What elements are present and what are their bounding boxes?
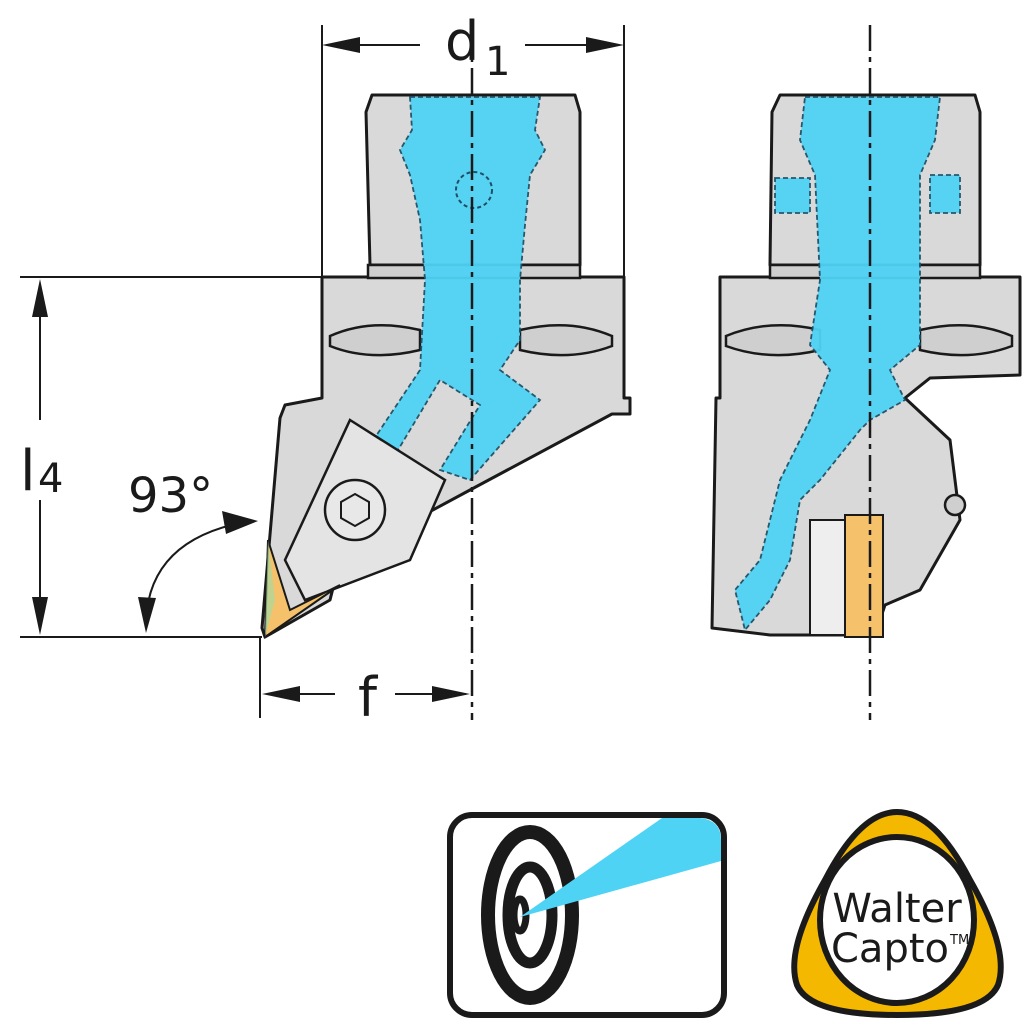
dimension-d1: d 1 [321, 10, 625, 277]
l4-label: l [20, 439, 36, 504]
logo-walter: Walter [832, 886, 962, 932]
internal-coolant-target-icon [447, 812, 727, 1018]
angle-label: 93° [128, 468, 213, 524]
l4-subscript: 4 [38, 456, 63, 502]
d1-label: d [445, 10, 479, 73]
angle-dimension: 93° [128, 468, 258, 633]
coolant-port [455, 171, 493, 209]
d1-subscript: 1 [485, 39, 510, 85]
f-label: f [358, 666, 379, 729]
side-port-left [774, 177, 811, 214]
front-view [260, 93, 632, 639]
clamp-screw [323, 478, 387, 542]
logo-capto: Capto [831, 926, 949, 972]
logo-tm: TM [949, 933, 969, 948]
dimension-l4: l 4 [20, 276, 322, 638]
insert-edge [265, 540, 275, 637]
coolant-channel [358, 96, 547, 482]
shim [809, 519, 846, 636]
side-slot-right [918, 323, 1014, 357]
side-port-right [929, 174, 961, 214]
hex-socket-icon [340, 492, 370, 528]
dimension-f: f [259, 637, 470, 729]
side-view [710, 93, 1022, 638]
side-coolant-channel [734, 96, 942, 632]
slot-left [328, 323, 422, 357]
side-screw [943, 493, 967, 517]
walter-capto-logo: Walter Capto TM [791, 808, 1004, 1019]
side-insert [844, 514, 884, 638]
slot-right [518, 323, 614, 357]
